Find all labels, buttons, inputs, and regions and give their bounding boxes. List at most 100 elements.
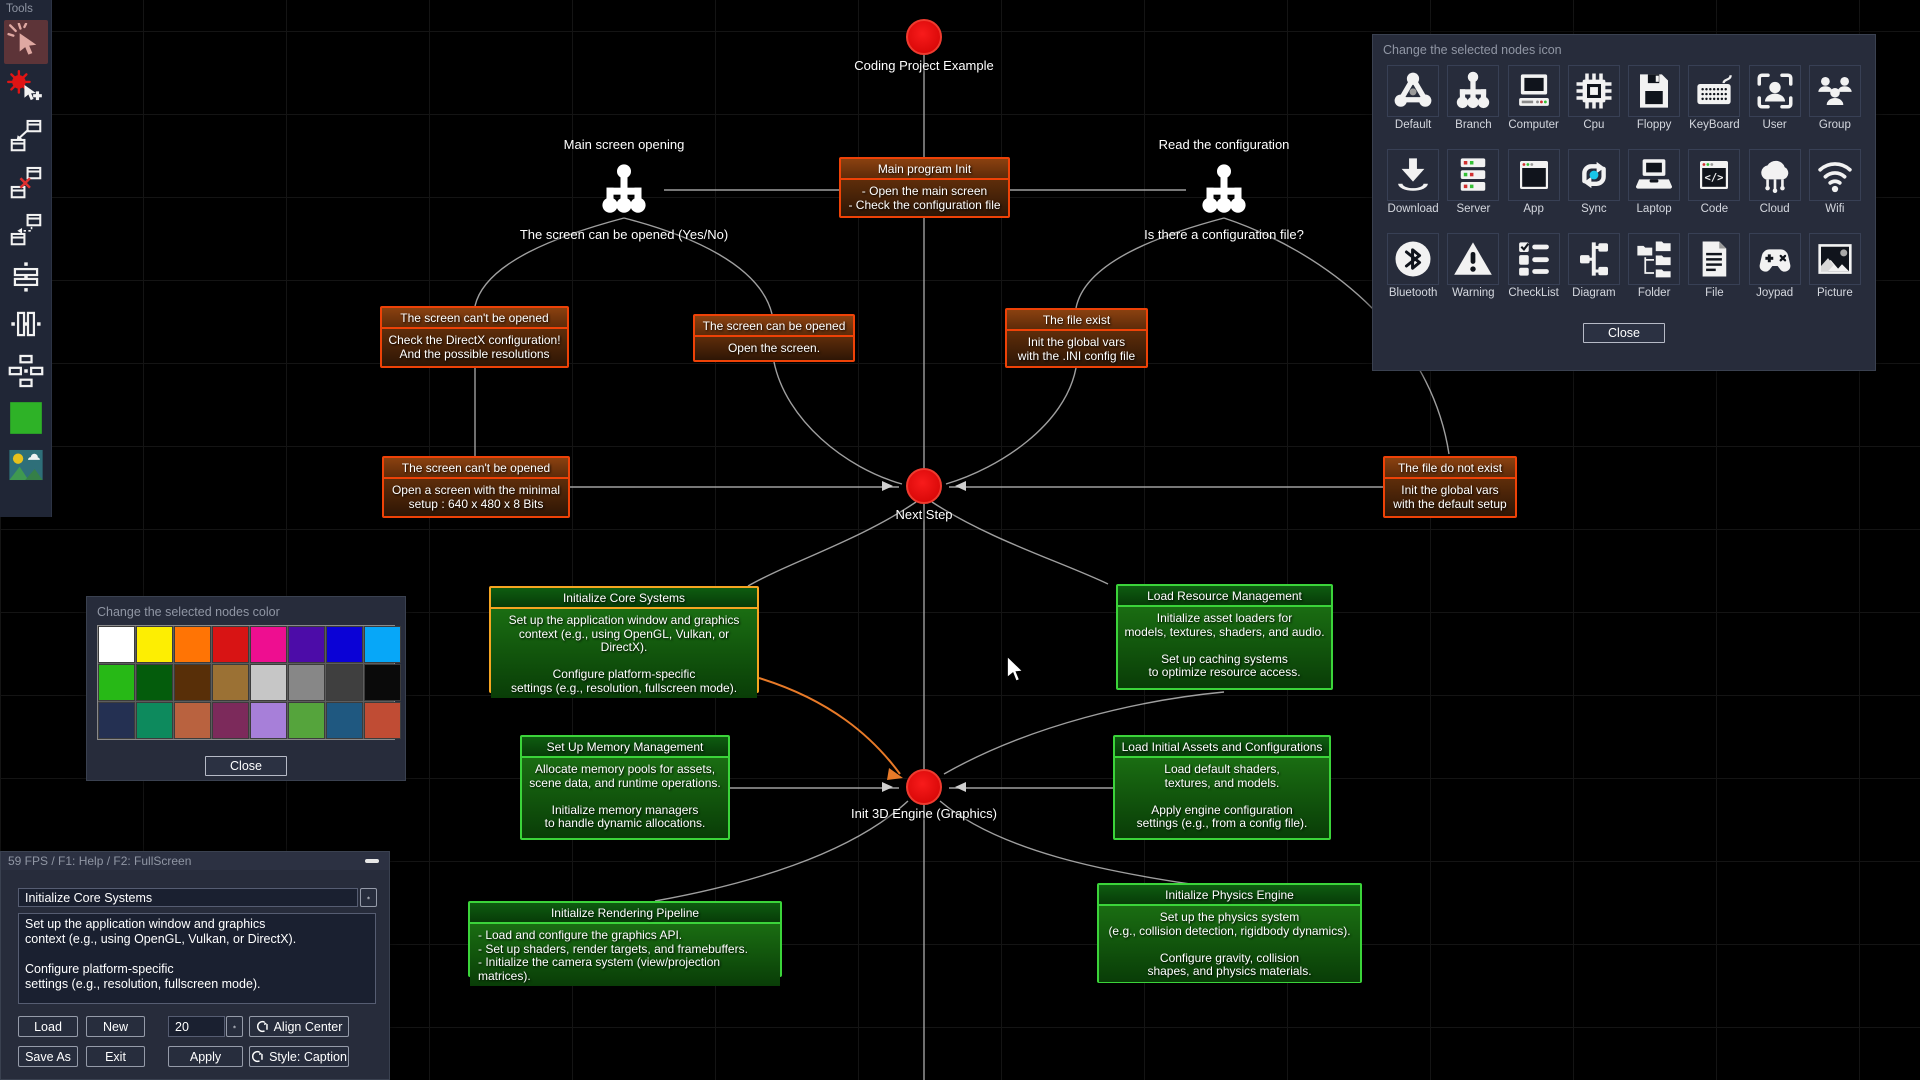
color-swatch-0[interactable]: [98, 626, 135, 663]
node-initialize-physics-engine[interactable]: Initialize Physics Engine Set up the phy…: [1097, 883, 1362, 983]
color-swatch-2[interactable]: [174, 626, 211, 663]
color-swatch-16[interactable]: [98, 702, 135, 739]
icon-option-download[interactable]: Download: [1383, 149, 1443, 233]
node-load-initial-assets[interactable]: Load Initial Assets and Configurations L…: [1113, 735, 1331, 840]
icon-option-group[interactable]: Group: [1805, 65, 1865, 149]
color-swatch-11[interactable]: [212, 664, 249, 701]
apply-button[interactable]: Apply: [168, 1046, 243, 1067]
color-swatch-3[interactable]: [212, 626, 249, 663]
default-icon: [1387, 65, 1440, 117]
icon-option-wifi[interactable]: Wifi: [1805, 149, 1865, 233]
add-node-icon: [6, 70, 45, 108]
icon-option-checklist[interactable]: CheckList: [1504, 233, 1564, 317]
color-swatch-18[interactable]: [174, 702, 211, 739]
icon-option-keyboard[interactable]: KeyBoard: [1684, 65, 1744, 149]
node-description-textarea[interactable]: Set up the application window and graphi…: [18, 913, 376, 1004]
minimize-icon[interactable]: [365, 856, 381, 866]
save-as-button[interactable]: Save As: [18, 1046, 78, 1067]
select-click-tool[interactable]: [3, 20, 48, 64]
sync-icon: [1567, 149, 1620, 201]
color-swatch-23[interactable]: [364, 702, 401, 739]
icon-option-cpu[interactable]: Cpu: [1564, 65, 1624, 149]
node-screen-cant-be-opened-1[interactable]: The screen can't be opened Check the Dir…: [380, 306, 569, 368]
node-screen-cant-be-opened-2[interactable]: The screen can't be opened Open a screen…: [382, 456, 570, 518]
node-set-up-memory-management[interactable]: Set Up Memory Management Allocate memory…: [520, 735, 730, 840]
icon-option-picture[interactable]: Picture: [1805, 233, 1865, 317]
icon-option-sync[interactable]: Sync: [1564, 149, 1624, 233]
icon-option-server[interactable]: Server: [1443, 149, 1503, 233]
color-swatch-8[interactable]: [98, 664, 135, 701]
relink-nodes-tool[interactable]: [4, 208, 48, 252]
node-file-exist[interactable]: The file exist Init the global vars with…: [1005, 308, 1148, 368]
color-swatch-5[interactable]: [288, 626, 325, 663]
align-horizontal-tool[interactable]: [4, 255, 48, 299]
node-color-tool[interactable]: [4, 396, 48, 440]
style-caption-button[interactable]: Style: Caption: [249, 1046, 349, 1067]
icon-option-branch[interactable]: Branch: [1443, 65, 1503, 149]
icon-option-bluetooth[interactable]: Bluetooth: [1383, 233, 1443, 317]
node-screen-can-be-opened[interactable]: The screen can be opened Open the screen…: [693, 314, 855, 362]
node-initialize-core-systems[interactable]: Initialize Core Systems Set up the appli…: [489, 586, 759, 698]
icon-option-floppy[interactable]: Floppy: [1624, 65, 1684, 149]
color-swatch-12[interactable]: [250, 664, 287, 701]
color-swatch-13[interactable]: [288, 664, 325, 701]
node-circle-root[interactable]: [906, 19, 942, 55]
add-node-tool[interactable]: [4, 67, 48, 111]
color-swatch-20[interactable]: [250, 702, 287, 739]
clear-name-button[interactable]: [360, 888, 377, 907]
icon-option-user[interactable]: User: [1745, 65, 1805, 149]
icon-option-label: KeyBoard: [1689, 119, 1740, 131]
color-swatch-1[interactable]: [136, 626, 173, 663]
load-button[interactable]: Load: [18, 1016, 78, 1037]
size-reset-button[interactable]: [226, 1016, 243, 1037]
color-swatch-6[interactable]: [326, 626, 363, 663]
color-swatch-9[interactable]: [136, 664, 173, 701]
node-name-input[interactable]: [18, 888, 358, 907]
color-swatch-22[interactable]: [326, 702, 363, 739]
icon-option-app[interactable]: App: [1504, 149, 1564, 233]
icon-option-joypad[interactable]: Joypad: [1745, 233, 1805, 317]
color-swatch-19[interactable]: [212, 702, 249, 739]
icon-panel-close-button[interactable]: Close: [1583, 323, 1665, 343]
icon-option-code[interactable]: </>Code: [1684, 149, 1744, 233]
icon-option-cloud[interactable]: Cloud: [1745, 149, 1805, 233]
node-initialize-rendering-pipeline[interactable]: Initialize Rendering Pipeline - Load and…: [468, 901, 782, 986]
icon-option-folder[interactable]: Folder: [1624, 233, 1684, 317]
color-swatch-15[interactable]: [364, 664, 401, 701]
icon-option-label: CheckList: [1508, 287, 1559, 299]
align-center-button[interactable]: Align Center: [249, 1016, 349, 1037]
new-button[interactable]: New: [86, 1016, 145, 1037]
icon-option-diagram[interactable]: Diagram: [1564, 233, 1624, 317]
link-nodes-tool[interactable]: [4, 114, 48, 158]
color-panel-close-button[interactable]: Close: [205, 756, 287, 776]
keyboard-icon: [1688, 65, 1741, 117]
exit-button[interactable]: Exit: [86, 1046, 145, 1067]
icon-option-label: Computer: [1508, 119, 1559, 131]
icon-option-default[interactable]: Default: [1383, 65, 1443, 149]
node-circle-init-3d-engine[interactable]: [906, 769, 942, 805]
color-swatch-21[interactable]: [288, 702, 325, 739]
node-branch-read-configuration[interactable]: [1192, 162, 1256, 218]
color-swatch-14[interactable]: [326, 664, 363, 701]
node-circle-next-step[interactable]: [906, 468, 942, 504]
icon-option-laptop[interactable]: Laptop: [1624, 149, 1684, 233]
color-swatch-4[interactable]: [250, 626, 287, 663]
node-sublabel-read-configuration: Is there a configuration file?: [1144, 227, 1304, 242]
font-size-input[interactable]: [168, 1016, 225, 1037]
unlink-nodes-tool[interactable]: [4, 161, 48, 205]
distribute-tool[interactable]: [4, 349, 48, 393]
color-swatch-10[interactable]: [174, 664, 211, 701]
align-vertical-tool[interactable]: [4, 302, 48, 346]
node-main-program-init[interactable]: Main program Init - Open the main screen…: [839, 157, 1010, 218]
node-load-resource-management[interactable]: Load Resource Management Initialize asse…: [1116, 584, 1333, 690]
node-file-do-not-exist[interactable]: The file do not exist Init the global va…: [1383, 456, 1517, 518]
color-swatch-7[interactable]: [364, 626, 401, 663]
icon-option-computer[interactable]: Computer: [1504, 65, 1564, 149]
node-branch-main-screen-opening[interactable]: [592, 162, 656, 218]
background-image-tool[interactable]: [4, 443, 48, 487]
icon-option-file[interactable]: File: [1684, 233, 1744, 317]
color-swatch-17[interactable]: [136, 702, 173, 739]
icon-option-warning[interactable]: Warning: [1443, 233, 1503, 317]
